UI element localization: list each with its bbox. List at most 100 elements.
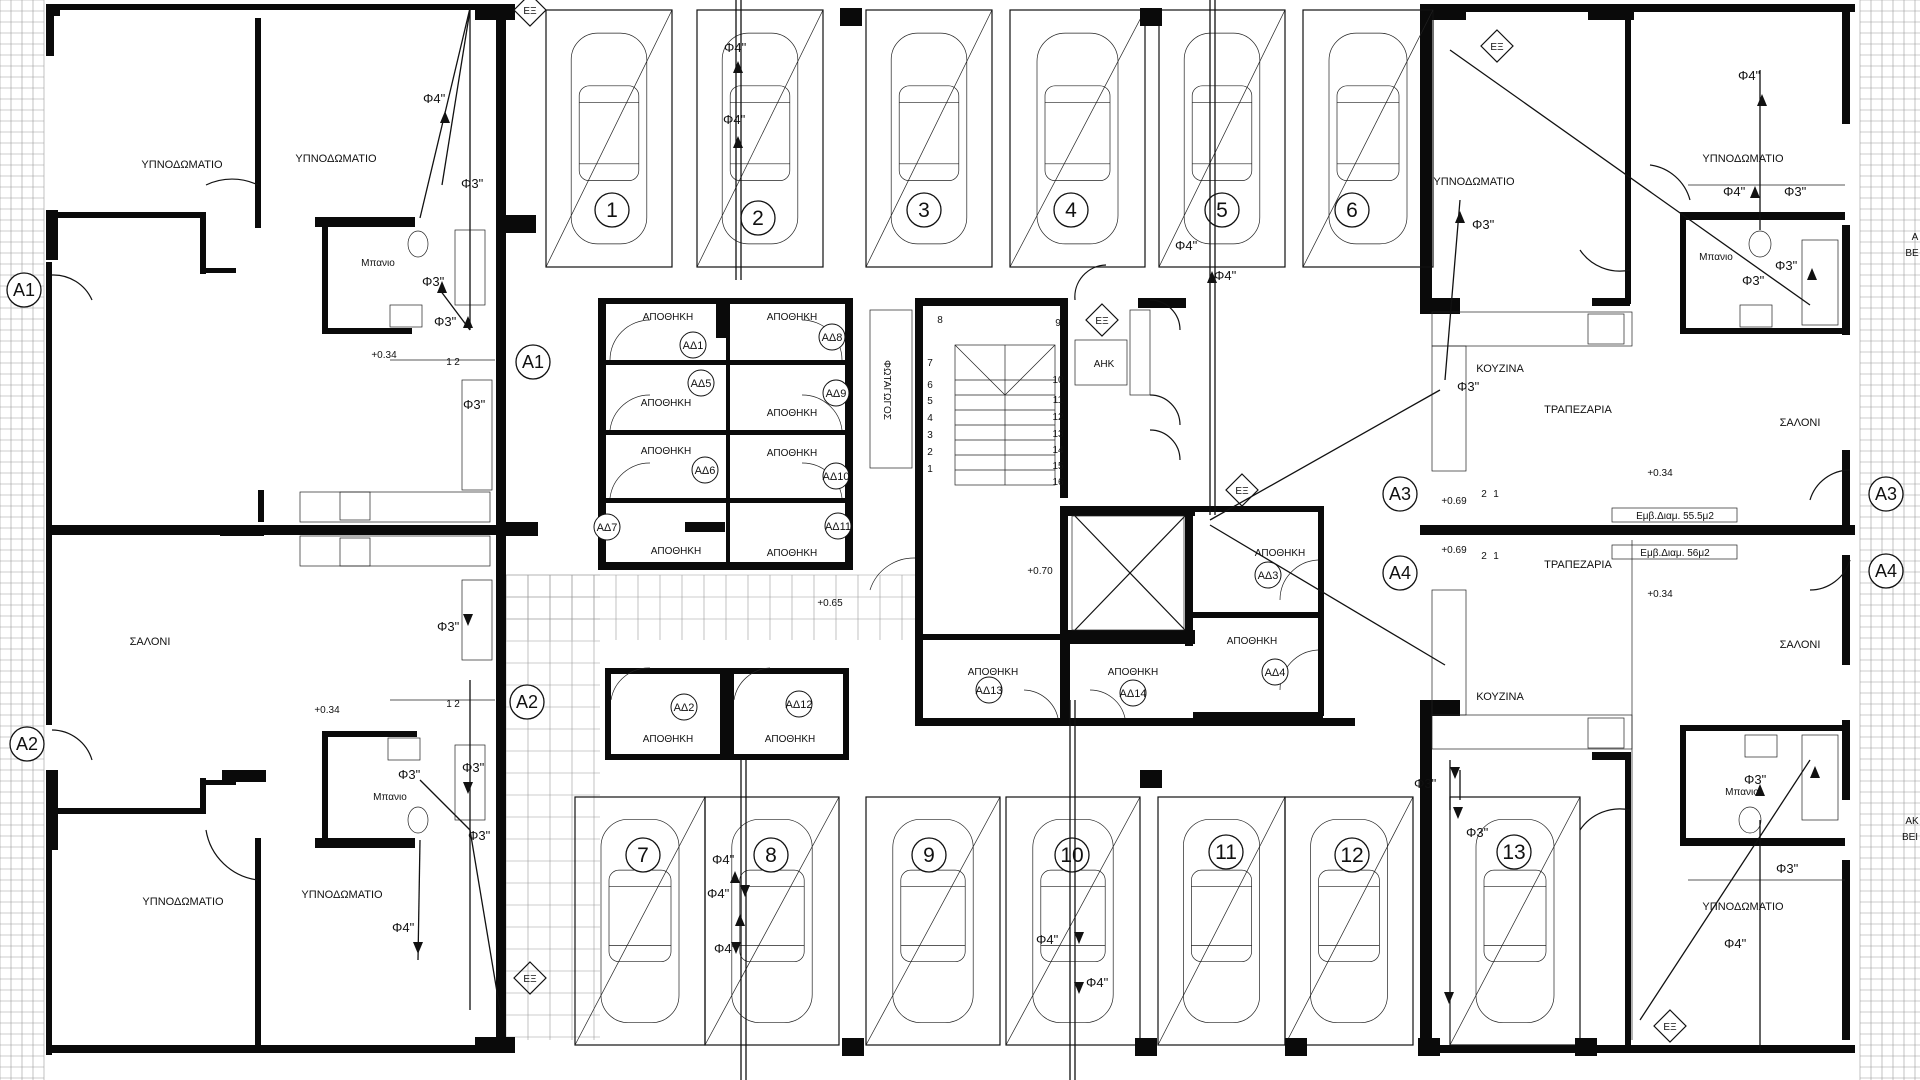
- storage-label: ΑΠΟΘΗΚΗ: [641, 446, 692, 457]
- pipe-arrow-icon: [437, 281, 447, 293]
- pipe-label: Φ3": [437, 619, 460, 634]
- parking-spot: 9: [865, 796, 1001, 1046]
- side-text: ΒΕΙ: [1902, 832, 1918, 843]
- parking-bay: [696, 9, 824, 268]
- parking-spot: 4: [1009, 9, 1146, 268]
- parking-number-text: 5: [1216, 199, 1228, 222]
- bay-diagonal: [865, 796, 1001, 1046]
- pipe-arrow-icon: [413, 942, 423, 954]
- pipe-label: Φ3": [1466, 825, 1489, 840]
- exhaust-diamond-icon: ΕΞ: [513, 0, 547, 27]
- side-text: Α: [1912, 232, 1919, 243]
- pipe-arrow-icon: [1810, 766, 1820, 778]
- pipe-arrow-icon: [1455, 211, 1465, 223]
- parking-spot: 13: [1449, 796, 1581, 1046]
- car-cabin: [608, 869, 672, 963]
- level-mark: +0.34: [1647, 589, 1673, 600]
- parking-number-text: 2: [752, 207, 764, 230]
- parking-number-text: 6: [1346, 199, 1358, 222]
- parking-spot: 11: [1157, 796, 1286, 1046]
- storage-id-bubble: ΑΔ5: [687, 369, 715, 397]
- step-mark: 1: [446, 699, 452, 710]
- storage-id-bubble: ΑΔ13: [975, 676, 1003, 704]
- car-cabin: [1336, 85, 1400, 181]
- parking-bay: [865, 796, 1001, 1046]
- room-label: Μπανιο: [1699, 252, 1733, 263]
- storage-label: ΑΠΟΘΗΚΗ: [651, 546, 702, 557]
- parking-number: 1: [594, 192, 630, 228]
- room-label: ΥΠΝΟΔΩΜΑΤΙΟ: [1702, 901, 1784, 913]
- stair-step: 7: [927, 358, 933, 369]
- pipe-label: Φ3": [422, 274, 445, 289]
- storage-label: ΑΠΟΘΗΚΗ: [1108, 667, 1159, 678]
- storage-id-bubble: ΑΔ12: [785, 690, 813, 718]
- car-outline-icon: [1183, 818, 1260, 1024]
- car-outline-icon: [890, 32, 968, 245]
- parking-number-text: 3: [918, 199, 930, 222]
- level-mark: +0.69: [1441, 545, 1467, 556]
- storage-id-bubble: ΑΔ14: [1119, 679, 1147, 707]
- svg-text:ΕΞ: ΕΞ: [1235, 486, 1249, 497]
- parking-number-text: 7: [637, 844, 649, 867]
- pipe-label: Φ3": [468, 828, 491, 843]
- svg-text:A3: A3: [1389, 484, 1411, 504]
- parking-number-text: 1: [606, 199, 618, 222]
- svg-text:ΑΔ7: ΑΔ7: [597, 522, 618, 534]
- car-cabin: [1318, 869, 1380, 963]
- parking-bay: [1009, 9, 1146, 268]
- parking-number-text: 10: [1060, 844, 1083, 867]
- storage-label: ΑΠΟΘΗΚΗ: [641, 398, 692, 409]
- storage-id-bubble: ΑΔ8: [818, 323, 846, 351]
- side-text: ΒΕ: [1905, 248, 1919, 259]
- parking-number: 11: [1208, 834, 1244, 870]
- level-mark: +0.65: [817, 598, 843, 609]
- pipe-arrow-icon: [731, 942, 741, 954]
- car-outline-icon: [1183, 32, 1261, 245]
- car-outline-icon: [570, 32, 648, 245]
- lightwell-label: ΦΩΤΑΓΩΓΟΣ: [881, 360, 892, 420]
- parking-spot: 10: [1005, 796, 1141, 1046]
- parking-number: 10: [1054, 837, 1090, 873]
- room-label: ΥΠΝΟΔΩΜΑΤΙΟ: [141, 159, 223, 171]
- level-mark: +0.34: [371, 350, 397, 361]
- pipe-label: Φ4": [1723, 184, 1746, 199]
- level-mark: +0.34: [1647, 468, 1673, 479]
- bay-diagonal: [696, 9, 824, 268]
- parking-number: 7: [625, 837, 661, 873]
- pipe-label: Φ3": [1775, 258, 1798, 273]
- column: [1575, 1038, 1597, 1056]
- svg-text:ΕΞ: ΕΞ: [523, 974, 537, 985]
- axis-bubble: A1: [515, 344, 551, 380]
- exhaust-markers: ΕΞ ΕΞ ΕΞ ΕΞ ΕΞ ΕΞ: [513, 0, 1687, 1043]
- parking-spot: 6: [1302, 9, 1434, 268]
- parking-number: 6: [1334, 192, 1370, 228]
- column: [1135, 1038, 1157, 1056]
- parking-number: 12: [1334, 837, 1370, 873]
- pipe-arrow-icon: [463, 614, 473, 626]
- svg-text:A4: A4: [1389, 563, 1411, 583]
- axis-bubble: A1: [6, 272, 42, 308]
- parking-number-text: 11: [1215, 841, 1237, 864]
- column: [1285, 1038, 1307, 1056]
- car-outline-icon: [1032, 818, 1114, 1024]
- grid-axes: A1 A1 A2 A2 A3 A3 A4 A4: [6, 272, 1904, 762]
- car-cabin: [1040, 869, 1106, 963]
- level-mark: +0.34: [314, 705, 340, 716]
- room-label: ΥΠΝΟΔΩΜΑΤΙΟ: [1433, 176, 1515, 188]
- svg-text:ΕΞ: ΕΞ: [523, 6, 537, 17]
- car-outline-icon: [1475, 818, 1555, 1024]
- storage-label: ΑΠΟΘΗΚΗ: [1227, 636, 1278, 647]
- svg-text:ΑΔ1: ΑΔ1: [683, 340, 704, 352]
- parking-spot: 7: [574, 796, 706, 1046]
- room-label: ΥΠΝΟΔΩΜΑΤΙΟ: [301, 889, 383, 901]
- level-mark: +0.69: [1441, 496, 1467, 507]
- room-label: ΥΠΝΟΔΩΜΑΤΙΟ: [1702, 153, 1784, 165]
- left-apartments: [46, 4, 538, 1055]
- svg-text:ΑΔ13: ΑΔ13: [976, 685, 1003, 697]
- pipe-arrow-icon: [463, 316, 473, 328]
- storage-label: ΑΠΟΘΗΚΗ: [968, 667, 1019, 678]
- stair-step: 9: [1055, 318, 1061, 329]
- room-label: ΣΑΛΟΝΙ: [1780, 639, 1821, 651]
- room-label: Μπανιο: [1725, 787, 1759, 798]
